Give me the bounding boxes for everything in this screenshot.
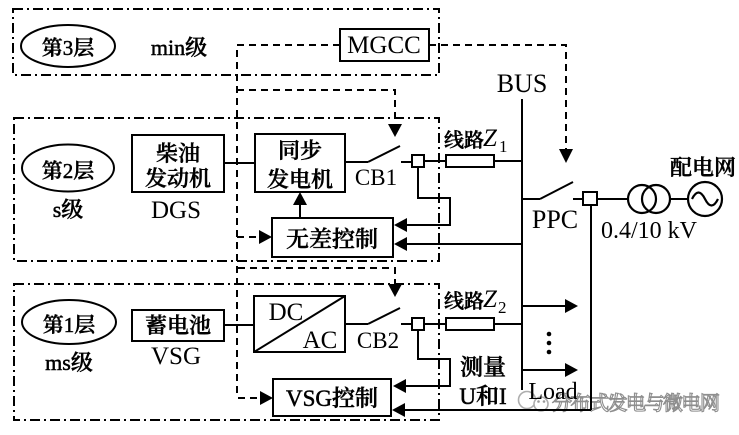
svg-text:Z: Z (483, 286, 498, 313)
svg-text:配电网: 配电网 (670, 155, 736, 180)
svg-text:VSG: VSG (151, 343, 201, 370)
svg-text:Load: Load (528, 379, 577, 405)
svg-text:1: 1 (499, 137, 508, 156)
svg-text:CB1: CB1 (355, 165, 397, 190)
svg-text:第1层: 第1层 (43, 313, 96, 337)
svg-text:Z: Z (483, 125, 498, 152)
svg-text:第3层: 第3层 (42, 36, 95, 60)
svg-text:柴油: 柴油 (156, 141, 200, 166)
svg-text:ms级: ms级 (45, 350, 93, 375)
svg-text:U和I: U和I (459, 384, 506, 409)
svg-text:DGS: DGS (151, 197, 201, 224)
svg-text:分布式发电与微电网: 分布式发电与微电网 (552, 387, 719, 416)
svg-text:同步: 同步 (278, 138, 322, 163)
svg-text:蓄电池: 蓄电池 (145, 313, 211, 338)
svg-text:DC: DC (269, 299, 304, 326)
svg-text:发电机: 发电机 (267, 167, 333, 192)
svg-text:无差控制: 无差控制 (286, 227, 378, 252)
svg-text:AC: AC (303, 327, 338, 354)
svg-text:0.4/10 kV: 0.4/10 kV (601, 218, 698, 244)
svg-text:第2层: 第2层 (42, 159, 95, 183)
svg-text:2: 2 (498, 298, 507, 317)
svg-text:MGCC: MGCC (347, 32, 421, 59)
svg-text:测量: 测量 (460, 355, 506, 380)
svg-text:发动机: 发动机 (145, 166, 211, 191)
svg-text:线路: 线路 (444, 291, 484, 313)
svg-text:VSG控制: VSG控制 (286, 386, 378, 411)
svg-text:BUS: BUS (497, 69, 548, 98)
svg-text:线路: 线路 (444, 130, 484, 152)
svg-text:CB2: CB2 (357, 328, 399, 353)
svg-text:s级: s级 (53, 197, 84, 222)
svg-text:PPC: PPC (532, 205, 578, 234)
svg-text:min级: min级 (151, 35, 207, 60)
